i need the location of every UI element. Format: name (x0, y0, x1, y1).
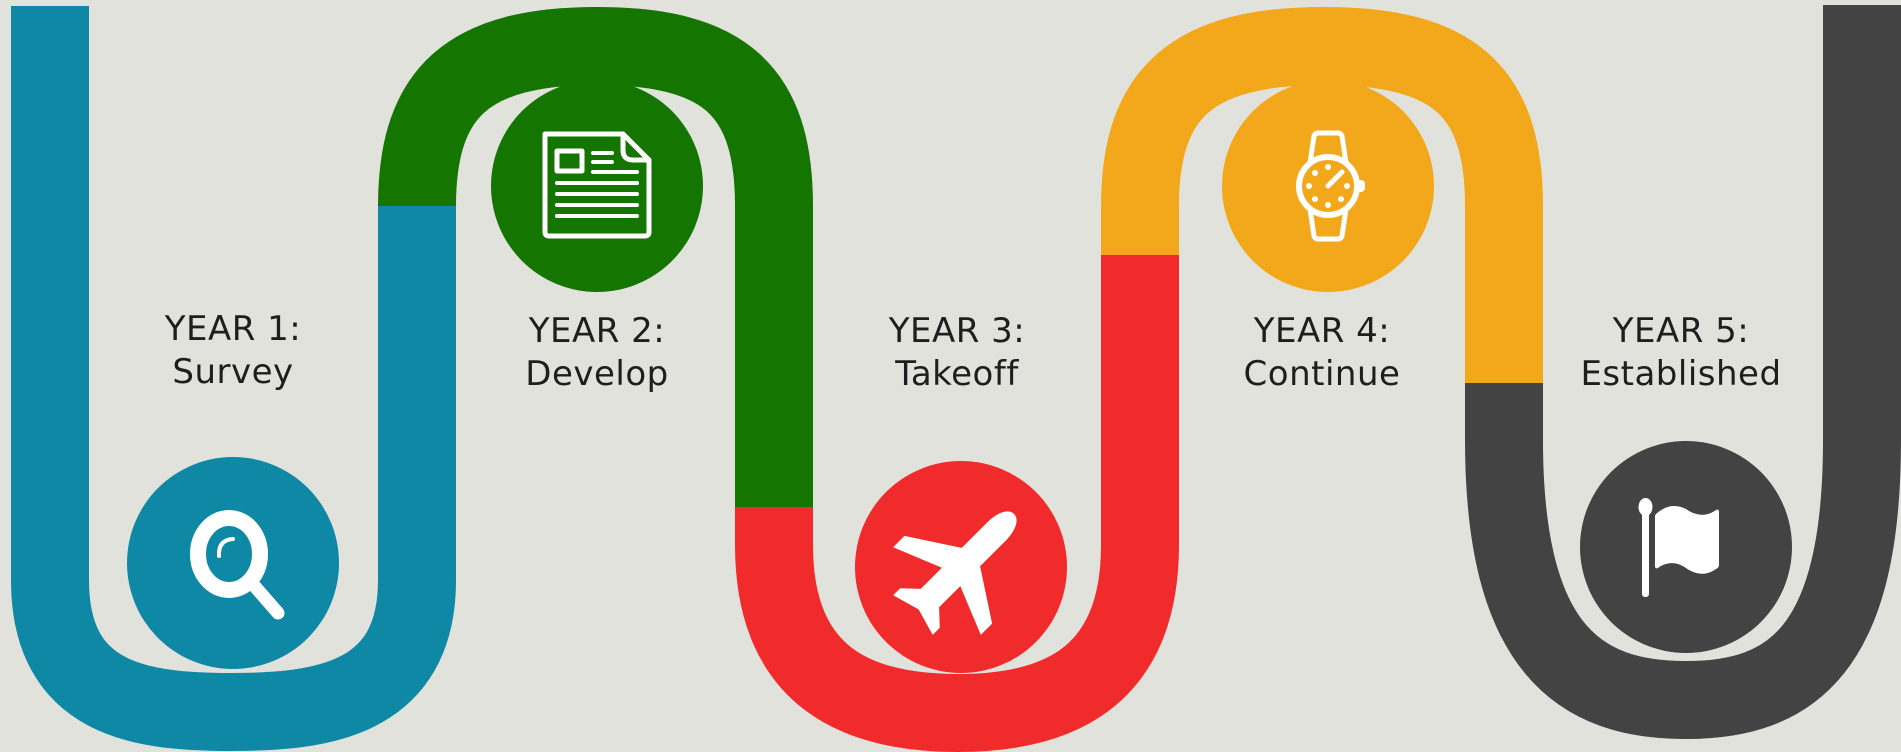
stage-5-name: Established (1580, 354, 1782, 394)
road-segment-year-2 (378, 6, 813, 507)
stage-2-name: Develop (525, 354, 669, 394)
stage-4-name: Continue (1243, 354, 1401, 394)
magnifier-icon (190, 510, 285, 620)
stage-1-year: YEAR 1: (164, 309, 302, 349)
stage-5-label: YEAR 5: Established (1561, 310, 1801, 396)
stage-3-name: Takeoff (895, 354, 1019, 394)
road-segment-year-4 (1101, 6, 1543, 383)
road-segment-year-1 (11, 6, 456, 752)
stage-1-name: Survey (172, 352, 294, 392)
stage-5-year: YEAR 5: (1612, 311, 1750, 351)
flag-icon (1638, 498, 1719, 597)
road-segment-year-5 (1465, 5, 1901, 740)
stage-1-circle (127, 457, 339, 669)
road-path (11, 5, 1901, 752)
newspaper-icon (542, 131, 652, 239)
airplane-icon (893, 511, 1017, 635)
wristwatch-icon (1296, 130, 1365, 242)
stage-2-year: YEAR 2: (528, 311, 666, 351)
stage-1-label: YEAR 1: Survey (113, 308, 353, 394)
stage-4-label: YEAR 4: Continue (1202, 310, 1442, 396)
stage-2-label: YEAR 2: Develop (477, 310, 717, 396)
stage-3-year: YEAR 3: (888, 311, 1026, 351)
stage-3-label: YEAR 3: Takeoff (837, 310, 1077, 396)
stage-2-circle (491, 80, 703, 292)
road-segment-year-3 (735, 254, 1179, 752)
stage-4-year: YEAR 4: (1253, 311, 1391, 351)
